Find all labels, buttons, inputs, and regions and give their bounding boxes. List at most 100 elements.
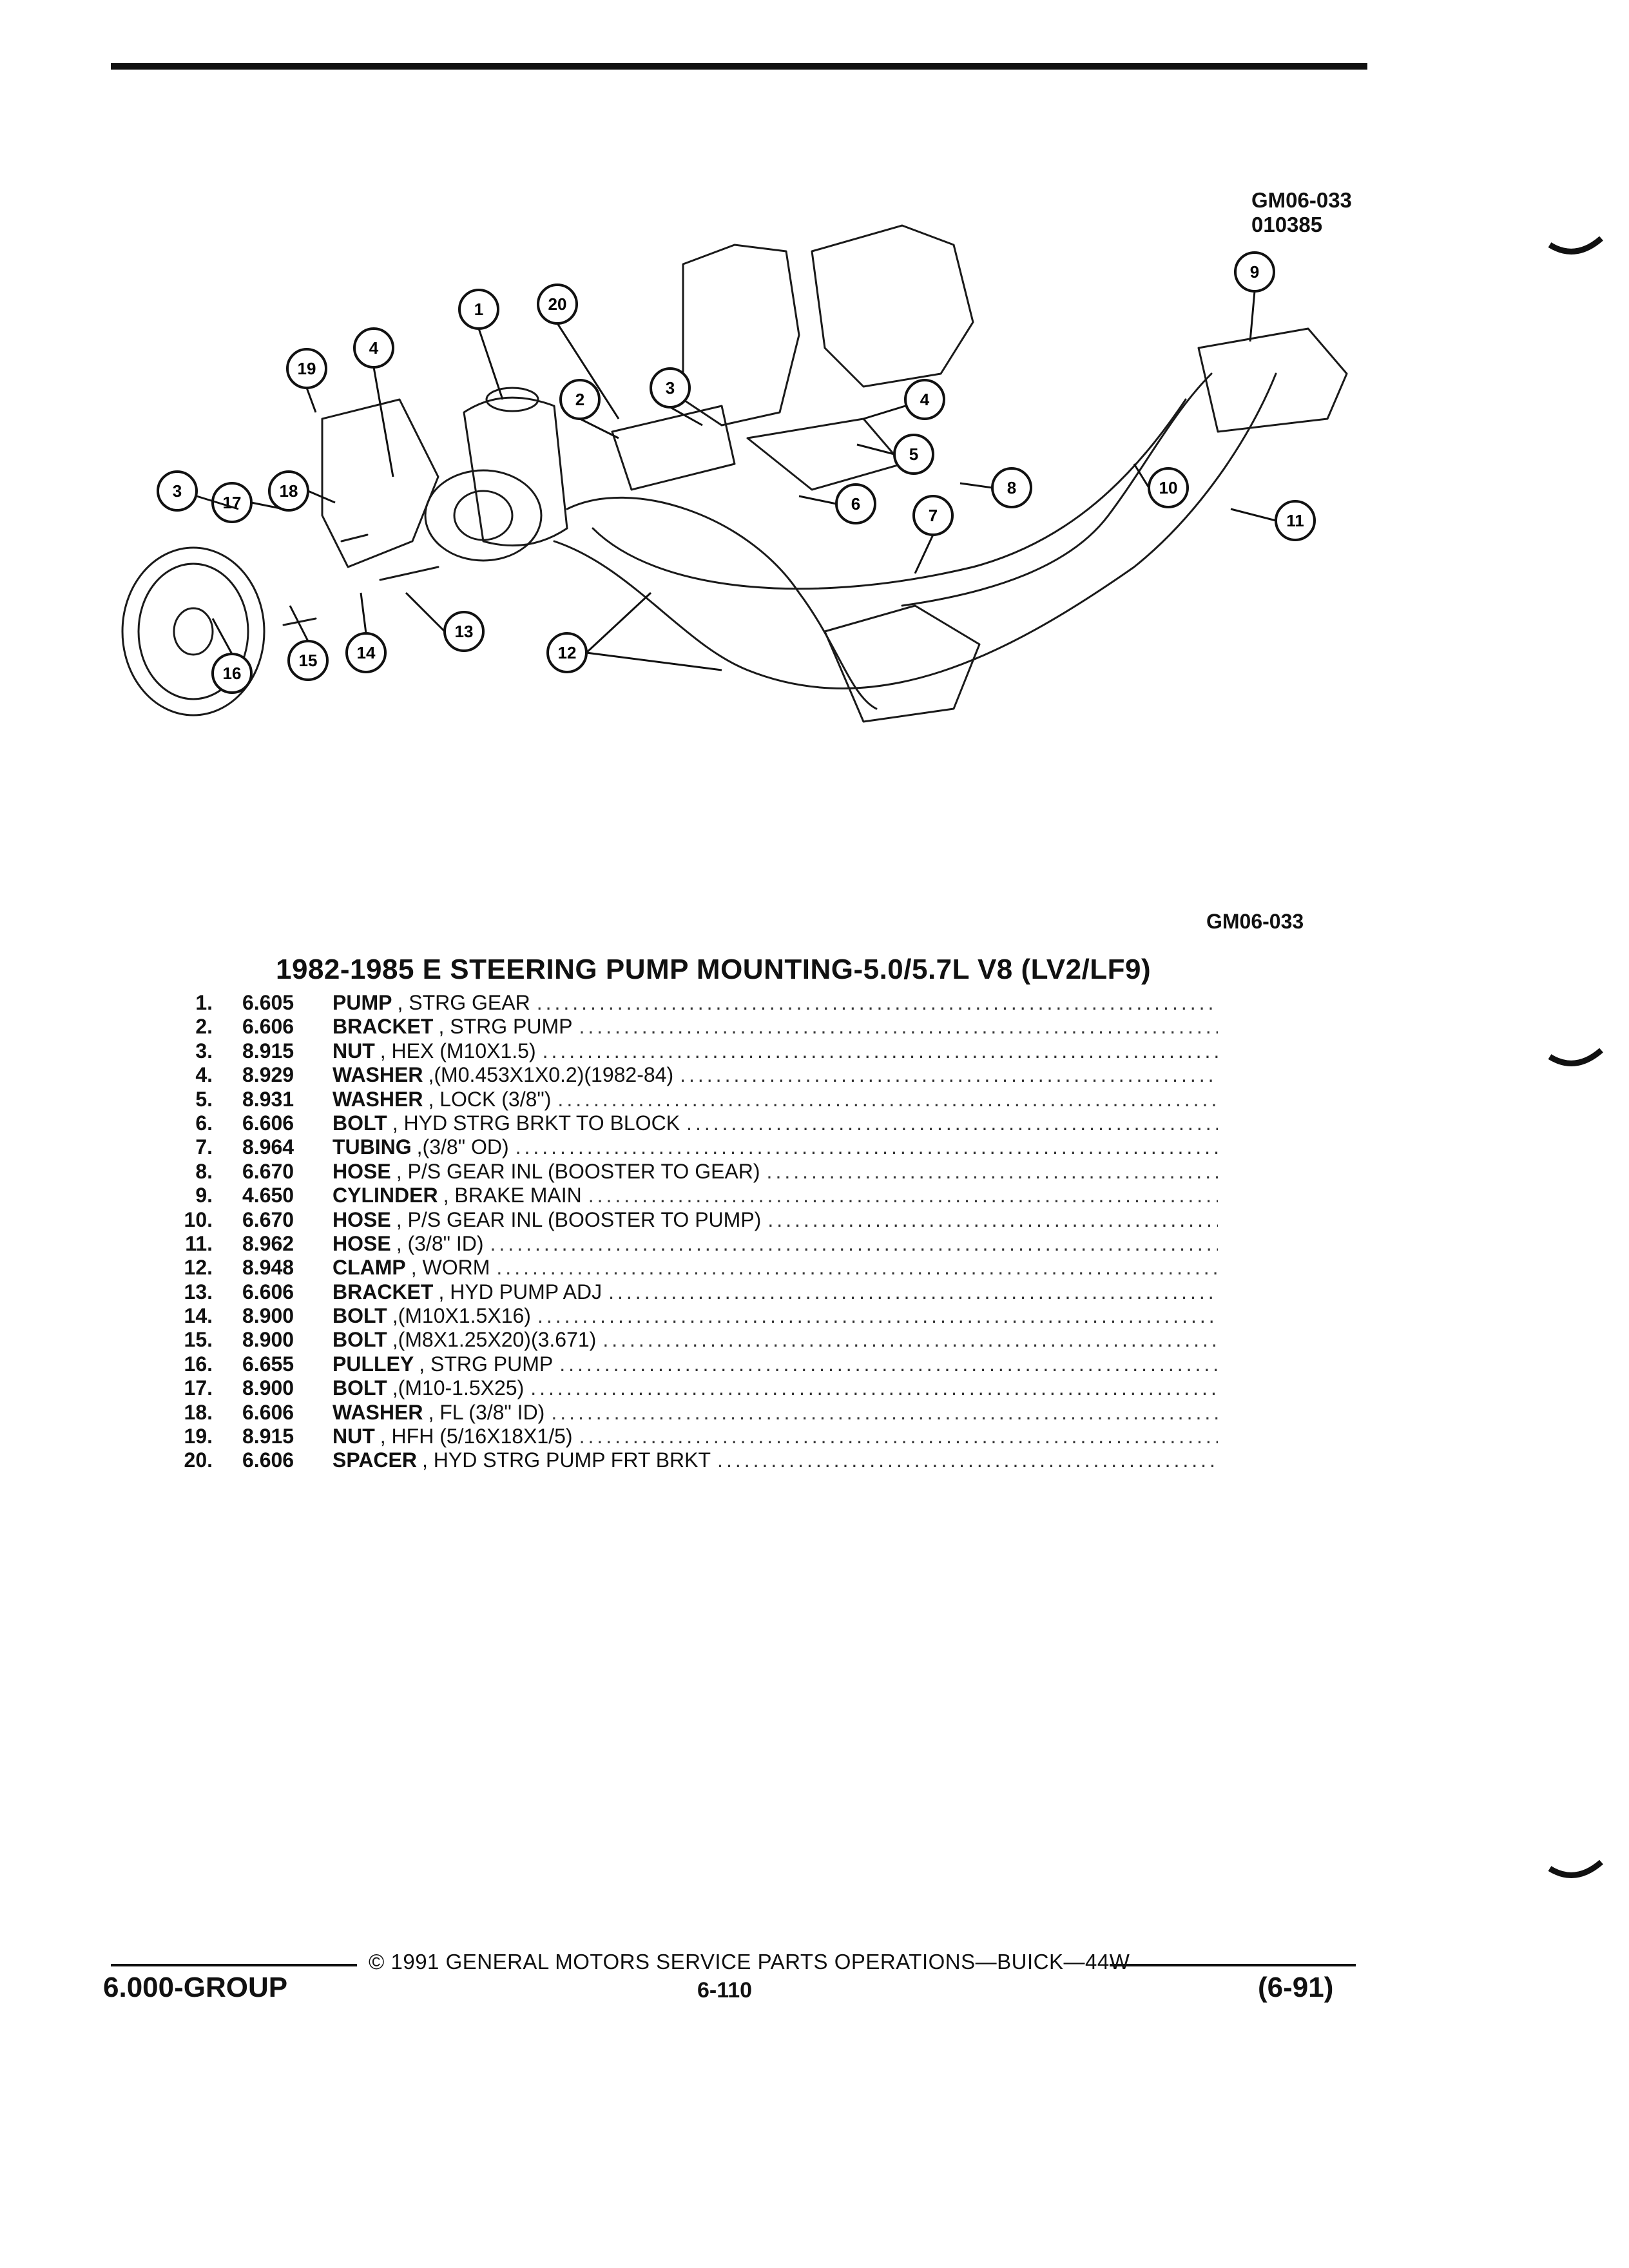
callout-12: 12	[546, 632, 588, 673]
part-number: 11.	[185, 1231, 213, 1255]
part-name: CLAMP	[333, 1256, 406, 1280]
engine-block-part	[682, 244, 800, 427]
part-name: BOLT	[333, 1111, 387, 1135]
part-name: HOSE	[333, 1231, 391, 1255]
part-description: , HYD STRG BRKT TO BLOCK	[392, 1111, 680, 1135]
part-group: 8.929	[242, 1063, 294, 1087]
dot-leader	[686, 1111, 1218, 1135]
svg-text:2: 2	[575, 390, 584, 409]
part-number: 13.	[184, 1280, 213, 1303]
svg-text:15: 15	[299, 651, 318, 670]
callout-11: 11	[1275, 500, 1316, 541]
svg-text:16: 16	[223, 664, 242, 683]
part-name: BOLT	[333, 1328, 387, 1352]
part-number: 8.	[195, 1159, 213, 1183]
dot-leader	[608, 1280, 1218, 1304]
callout-10: 10	[1148, 467, 1189, 508]
part-group: 8.931	[242, 1087, 294, 1111]
callout-6: 6	[835, 483, 876, 524]
callout-3a: 3	[650, 367, 691, 408]
callout-15: 15	[287, 640, 329, 681]
pump-body-shape	[424, 469, 543, 562]
part-group: 6.655	[242, 1352, 294, 1376]
callout-16: 16	[211, 653, 253, 694]
part-number: 15.	[184, 1328, 213, 1352]
dot-leader	[717, 1448, 1218, 1472]
part-number: 1.	[195, 991, 213, 1014]
dot-leader	[551, 1401, 1218, 1425]
part-number: 14.	[184, 1304, 213, 1328]
svg-text:3: 3	[173, 481, 182, 501]
part-group: 4.650	[242, 1184, 294, 1207]
part-name: NUT	[333, 1425, 375, 1448]
footer-date: (6-91)	[1258, 1972, 1334, 2003]
section-title: 1982-1985 E STEERING PUMP MOUNTING-5.0/5…	[276, 954, 1152, 985]
margin-mark	[1548, 236, 1603, 255]
part-number: 6.	[195, 1111, 213, 1135]
part-description: , LOCK (3/8")	[428, 1087, 552, 1111]
figure-code-block: GM06-033 010385	[1251, 188, 1352, 237]
callout-17: 17	[211, 482, 253, 523]
footer-copyright: © 1991 GENERAL MOTORS SERVICE PARTS OPER…	[369, 1950, 1130, 1974]
dot-leader	[588, 1184, 1218, 1207]
part-description: , STRG PUMP	[419, 1352, 554, 1376]
callout-2: 2	[559, 379, 601, 420]
part-group: 6.605	[242, 991, 294, 1014]
part-group: 6.670	[242, 1207, 294, 1231]
part-description: , HYD STRG PUMP FRT BRKT	[421, 1448, 711, 1472]
part-description: ,(3/8" OD)	[416, 1135, 509, 1159]
svg-text:3: 3	[666, 378, 675, 398]
part-number: 9.	[195, 1184, 213, 1207]
part-group: 6.606	[242, 1280, 294, 1303]
part-description: , HEX (M10X1.5)	[380, 1039, 536, 1062]
dot-leader	[767, 1160, 1218, 1184]
front-bracket-shape	[611, 405, 736, 491]
callout-7: 7	[912, 495, 954, 536]
part-description: , HFH (5/16X18X1/5)	[380, 1425, 573, 1448]
svg-text:4: 4	[369, 338, 379, 358]
part-group: 8.900	[242, 1328, 294, 1352]
part-number: 7.	[195, 1135, 213, 1159]
dot-leader	[516, 1135, 1218, 1159]
part-description: , HYD PUMP ADJ	[438, 1280, 602, 1303]
part-number: 20.	[184, 1448, 213, 1472]
margin-mark	[1548, 1048, 1603, 1066]
part-group: 8.915	[242, 1425, 294, 1448]
dot-leader	[530, 1376, 1218, 1400]
svg-text:17: 17	[223, 493, 242, 512]
svg-text:18: 18	[280, 481, 298, 501]
steering-gear-shape	[824, 604, 981, 723]
dot-leader	[496, 1256, 1218, 1280]
part-name: WASHER	[333, 1087, 423, 1111]
dot-leader	[543, 1039, 1218, 1063]
dot-leader	[537, 991, 1218, 1015]
part-name: PUMP	[333, 991, 392, 1014]
part-group: 8.900	[242, 1376, 294, 1400]
engine-head-part	[811, 224, 974, 388]
pump-bracket-shape	[321, 398, 439, 568]
part-row: 13. 6.606 BRACKET, HYD PUMP ADJ	[122, 1280, 1218, 1304]
dot-leader	[767, 1208, 1218, 1232]
callout-13: 13	[443, 611, 485, 652]
part-name: BRACKET	[333, 1280, 434, 1303]
part-description: , P/S GEAR INL (BOOSTER TO PUMP)	[396, 1207, 762, 1231]
svg-text:19: 19	[298, 359, 316, 378]
part-group: 6.606	[242, 1015, 294, 1039]
part-description: , BRAKE MAIN	[443, 1184, 582, 1207]
part-name: WASHER	[333, 1400, 423, 1424]
dot-leader	[537, 1304, 1218, 1328]
part-name: SPACER	[333, 1448, 417, 1472]
callout-18: 18	[268, 470, 309, 512]
